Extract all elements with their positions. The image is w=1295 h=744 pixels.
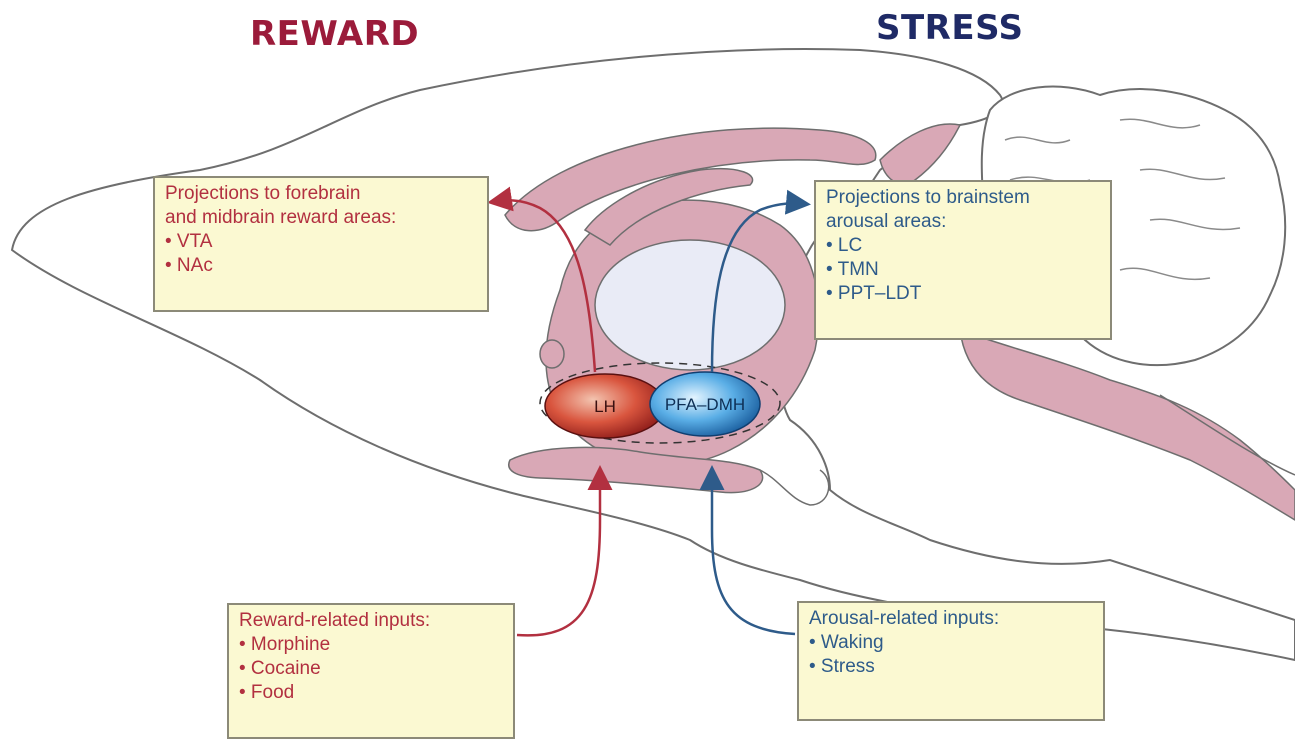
box-line: Projections to brainstem [826, 186, 1100, 210]
box-line: • TMN [826, 258, 1100, 282]
ventricle [595, 240, 785, 370]
box-line: • Cocaine [239, 657, 503, 681]
stress-heading: STRESS [876, 8, 1024, 48]
box-line: and midbrain reward areas: [165, 206, 477, 230]
forebrain-projections-box: Projections to forebrain and midbrain re… [153, 176, 489, 312]
reward-inputs-box: Reward-related inputs: • Morphine • Coca… [227, 603, 515, 739]
box-line: • VTA [165, 230, 477, 254]
box-line: • Morphine [239, 633, 503, 657]
arousal-inputs-box: Arousal-related inputs: • Waking • Stres… [797, 601, 1105, 721]
lh-label: LH [594, 397, 616, 416]
anterior-commissure [540, 340, 564, 368]
box-line: • NAc [165, 254, 477, 278]
box-line: arousal areas: [826, 210, 1100, 234]
box-line: • PPT–LDT [826, 282, 1100, 306]
box-line: • Stress [809, 655, 1093, 679]
box-line: • LC [826, 234, 1100, 258]
box-line: • Food [239, 681, 503, 705]
box-line: Arousal-related inputs: [809, 607, 1093, 631]
reward-heading: REWARD [250, 14, 419, 54]
box-line: Reward-related inputs: [239, 609, 503, 633]
box-line: • Waking [809, 631, 1093, 655]
pfa-dmh-label: PFA–DMH [665, 395, 745, 414]
box-line: Projections to forebrain [165, 182, 477, 206]
brainstem-projections-box: Projections to brainstem arousal areas: … [814, 180, 1112, 340]
